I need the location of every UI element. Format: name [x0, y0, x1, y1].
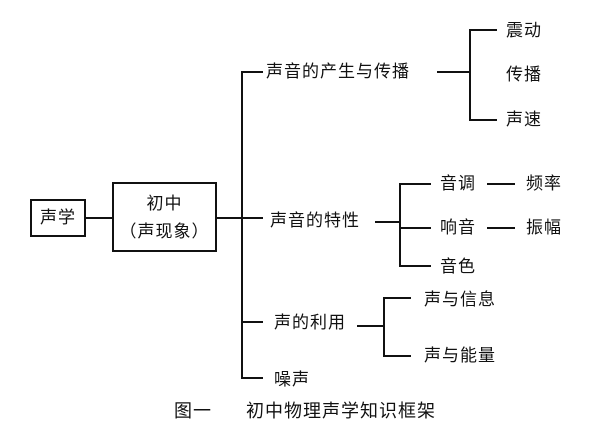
level-node-line1: 初中: [146, 194, 183, 214]
branch-uses-label: 声的利用: [274, 313, 346, 333]
branch-characteristics-label: 声音的特性: [270, 211, 360, 231]
branch-noise-label: 噪声: [274, 370, 310, 390]
characteristic-loudness: 响音: [440, 218, 476, 238]
uses-item-information: 声与信息: [424, 290, 496, 310]
root-node-box: 声学: [30, 199, 86, 237]
caption-figure-number: 图一: [174, 401, 212, 422]
production-item-speed: 声速: [506, 110, 542, 130]
uses-item-energy: 声与能量: [424, 346, 496, 366]
characteristic-pitch: 音调: [440, 174, 476, 194]
level-node-box: 初中 （声现象）: [112, 182, 217, 252]
characteristic-loudness-amplitude: 振幅: [526, 218, 562, 238]
root-node-label: 声学: [40, 208, 76, 228]
production-item-propagation: 传播: [506, 65, 542, 85]
level-node-line2: （声现象）: [119, 222, 210, 242]
branch-production-label: 声音的产生与传播: [266, 62, 410, 82]
characteristic-timbre: 音色: [440, 257, 476, 277]
characteristic-pitch-frequency: 频率: [526, 174, 562, 194]
production-item-vibration: 震动: [506, 21, 542, 41]
caption-title: 初中物理声学知识框架: [246, 401, 436, 422]
